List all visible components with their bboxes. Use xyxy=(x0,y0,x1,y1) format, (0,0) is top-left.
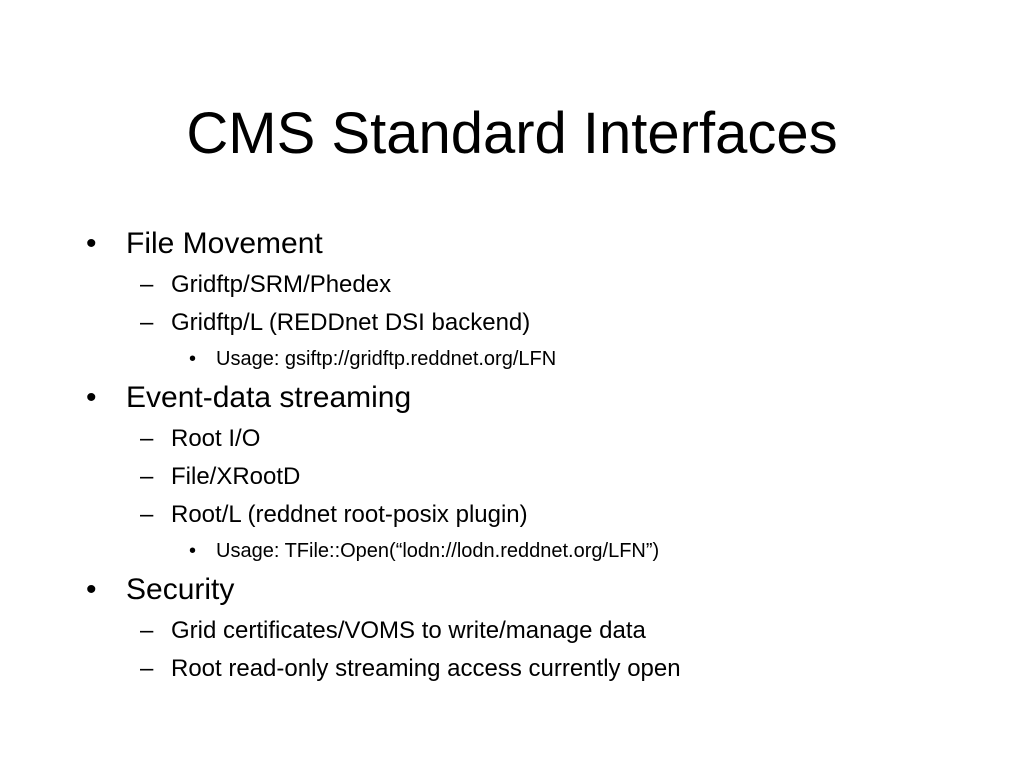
level2-dash: – xyxy=(140,501,154,528)
subbullet-root-l: Root/L (reddnet root-posix plugin) xyxy=(171,501,528,528)
bullet-event-data-streaming: Event-data streaming xyxy=(126,381,412,414)
subbullet-gridftp-l: Gridftp/L (REDDnet DSI backend) xyxy=(171,309,531,336)
bullet-security: Security xyxy=(126,573,235,606)
level3-bullet: • xyxy=(189,348,197,370)
subbullet-root-read-only: Root read-only streaming access currentl… xyxy=(171,655,681,682)
level2-dash: – xyxy=(140,271,154,298)
level3-bullet: • xyxy=(189,540,197,562)
level2-dash: – xyxy=(140,463,154,490)
level2-dash: – xyxy=(140,425,154,452)
usage-gsiftp: Usage: gsiftp://gridftp.reddnet.org/LFN xyxy=(216,348,557,370)
level1-bullet: • xyxy=(86,227,97,260)
subbullet-file-xrootd: File/XRootD xyxy=(171,463,301,490)
subbullet-root-io: Root I/O xyxy=(171,425,261,452)
level2-dash: – xyxy=(140,309,154,336)
subbullet-gridftp-srm-phedex: Gridftp/SRM/Phedex xyxy=(171,271,392,298)
usage-tfile-open: Usage: TFile::Open(“lodn://lodn.reddnet.… xyxy=(216,540,660,562)
bullet-file-movement: File Movement xyxy=(126,227,323,260)
level2-dash: – xyxy=(140,655,154,682)
level1-bullet: • xyxy=(86,381,97,414)
level2-dash: – xyxy=(140,617,154,644)
subbullet-grid-certificates: Grid certificates/VOMS to write/manage d… xyxy=(171,617,646,644)
level1-bullet: • xyxy=(86,573,97,606)
slide-title: CMS Standard Interfaces xyxy=(186,101,838,166)
